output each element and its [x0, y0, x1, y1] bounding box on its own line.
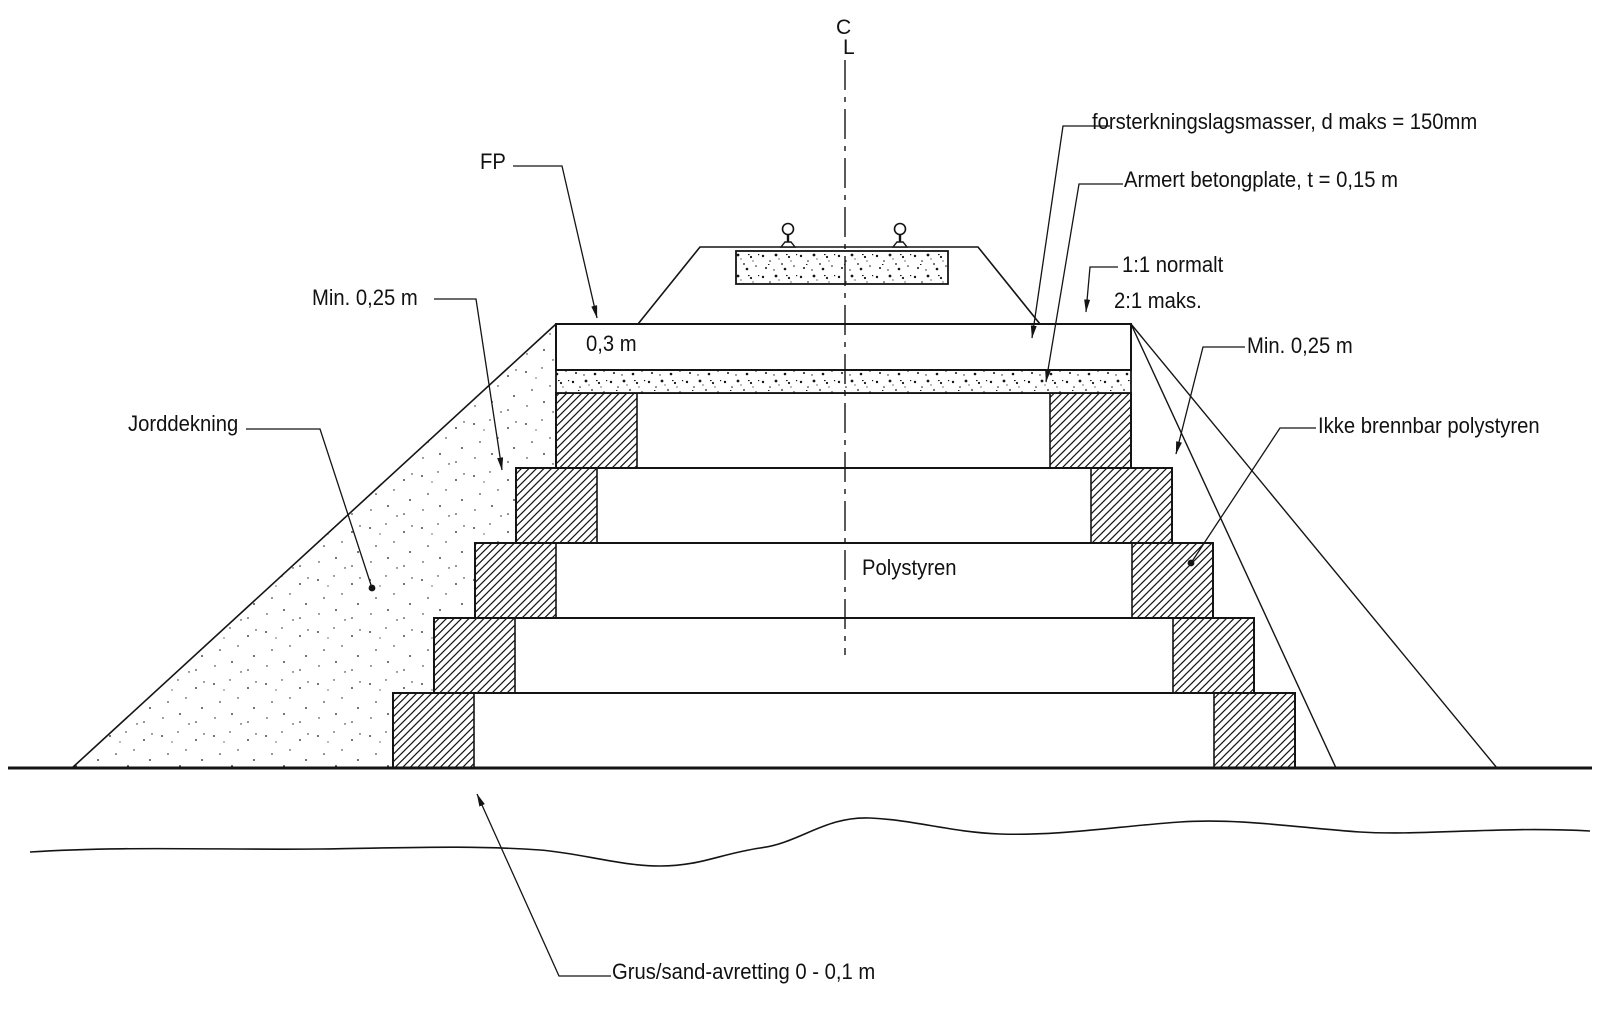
reinforcement-layer-band	[555, 323, 1132, 371]
label-fp: FP	[480, 149, 506, 174]
hatch-block-l1-right	[1049, 392, 1132, 469]
hatch-block-l5-right	[1213, 692, 1296, 769]
label-ikke-brennbar: Ikke brennbar polystyren	[1318, 413, 1540, 438]
label-slope-max: 2:1 maks.	[1114, 288, 1202, 313]
label-forsterkningslag: forsterkningslagsmasser, d maks = 150mm	[1092, 109, 1478, 134]
hatch-block-l3-left	[474, 542, 557, 619]
leader-forsterkning	[1030, 125, 1110, 339]
rail-right	[891, 222, 909, 248]
label-band-03: 0,3 m	[586, 331, 637, 356]
leader-fp	[513, 165, 598, 319]
right-slope-2to1	[1130, 323, 1337, 769]
leader-lines	[246, 125, 1316, 977]
rail-left	[779, 222, 797, 248]
label-armert-betongplate: Armert betongplate, t = 0,15 m	[1124, 167, 1398, 192]
leader-ikke-brennbar	[1187, 427, 1316, 567]
hatch-block-l2-left	[515, 467, 598, 544]
label-grus-sand: Grus/sand-avretting 0 - 0,1 m	[612, 959, 876, 984]
centerline-symbol-l: L	[843, 36, 855, 59]
leader-min025-left	[434, 298, 504, 471]
leader-min025-right	[1175, 346, 1245, 455]
layer-2	[515, 467, 1173, 544]
sleeper-slab	[735, 250, 949, 285]
label-jorddekning: Jorddekning	[128, 411, 239, 436]
hatch-block-l1-left	[555, 392, 638, 469]
layer-3	[474, 542, 1214, 619]
terrain-wavy-line	[29, 817, 1591, 867]
label-min-025-left: Min. 0,25 m	[312, 285, 418, 310]
ballast-prism-outline	[637, 246, 1041, 325]
left-slope-line	[71, 323, 557, 769]
leader-jorddekning	[246, 428, 376, 592]
label-slope-normal: 1:1 normalt	[1122, 252, 1224, 277]
right-slope-1to1	[1130, 323, 1498, 769]
hatch-block-l5-left	[392, 692, 475, 769]
layer-1	[555, 392, 1132, 469]
layer-4	[433, 617, 1255, 694]
leader-grus	[476, 793, 611, 977]
hatch-block-l4-left	[433, 617, 516, 694]
label-polystyren: Polystyren	[862, 555, 957, 580]
leader-betongplate	[1045, 183, 1123, 383]
hatch-block-l4-right	[1172, 617, 1255, 694]
leader-slopes	[1084, 266, 1118, 313]
hatch-block-l2-right	[1090, 467, 1173, 544]
concrete-plate-band	[555, 369, 1132, 394]
layer-5	[392, 692, 1296, 769]
hatch-block-l3-right	[1131, 542, 1214, 619]
label-min-025-right: Min. 0,25 m	[1247, 333, 1353, 358]
centerline-symbol-c: C	[836, 16, 852, 39]
edge-blocks	[392, 392, 1296, 769]
